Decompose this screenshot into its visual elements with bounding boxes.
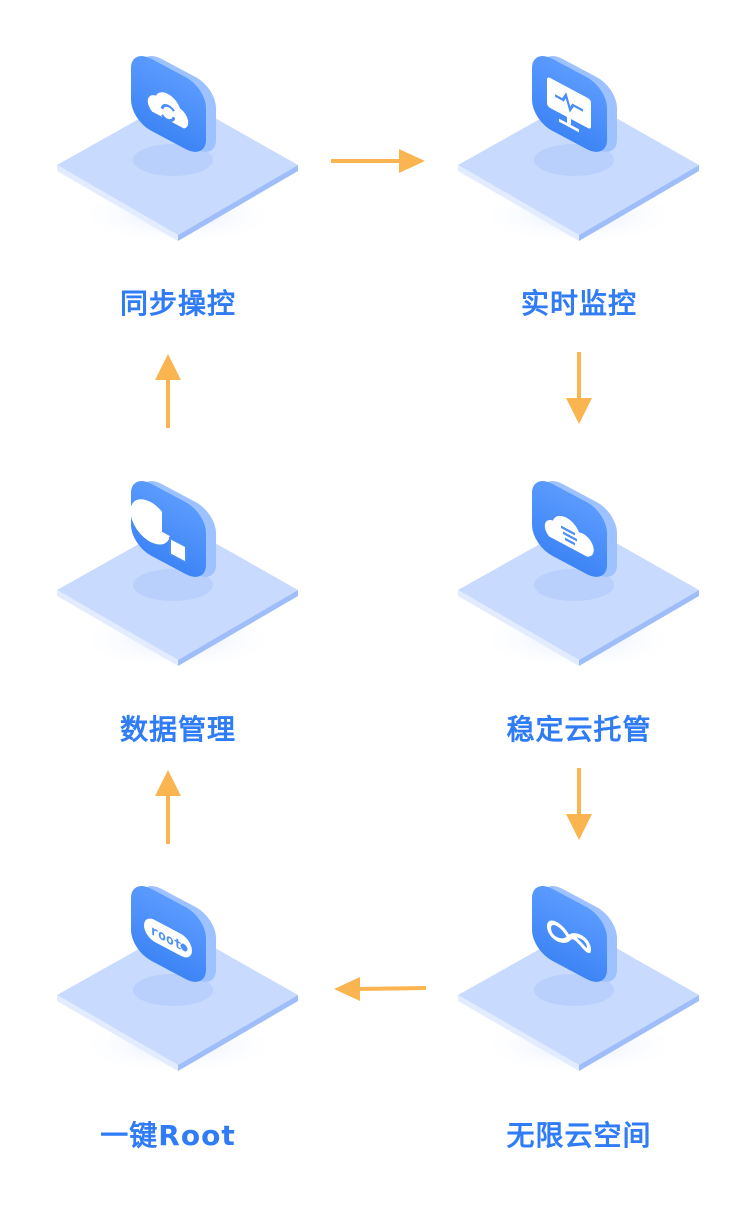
- arrow-up: [155, 354, 181, 428]
- step-label: 稳定云托管: [506, 713, 652, 746]
- step-stable-cloud-hosting: [454, 465, 704, 675]
- arrow-right: [331, 149, 425, 173]
- step-one-click-root: root: [53, 870, 303, 1080]
- step-label: 数据管理: [119, 713, 236, 746]
- arrow-left: [334, 977, 427, 1001]
- infinity-icon: [546, 920, 592, 954]
- step-label: 无限云空间: [506, 1119, 652, 1152]
- cloud-hand-icon: [544, 515, 594, 557]
- step-label: 一键Root: [100, 1119, 236, 1152]
- arrow-up: [155, 770, 181, 844]
- cloud-sync-icon: [147, 92, 189, 129]
- step-unlimited-cloud-space: [454, 870, 704, 1080]
- monitor-pulse-icon: [547, 77, 591, 133]
- step-data-management: [53, 465, 303, 675]
- step-realtime-monitor: [454, 40, 704, 250]
- arrow-down: [566, 352, 592, 424]
- pie-data-icon: [130, 499, 187, 565]
- step-label: 同步操控: [119, 287, 236, 320]
- arrow-down: [566, 768, 592, 840]
- step-sync-control: [53, 40, 303, 250]
- step-label: 实时监控: [520, 287, 637, 320]
